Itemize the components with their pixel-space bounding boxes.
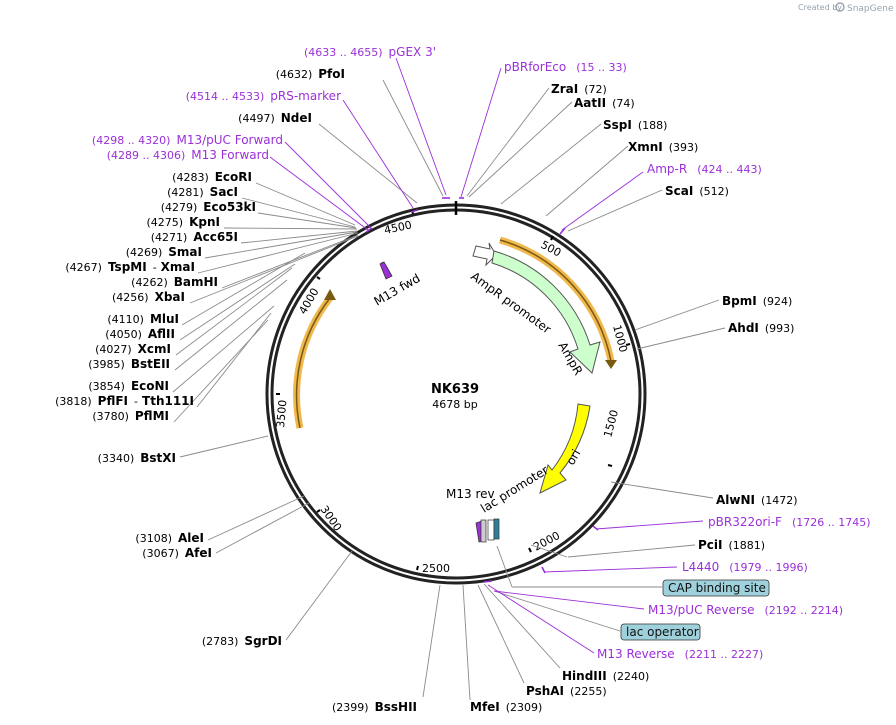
enzyme-label[interactable]: AhdI(993) — [728, 321, 794, 335]
primer-labels: (4633 .. 4655)pGEX 3' (4514 .. 4533)pRS-… — [92, 45, 871, 661]
ampr-arrow — [491, 250, 601, 374]
enzyme-label[interactable]: (4275)KpnI — [147, 215, 220, 229]
enzyme-label[interactable]: (4279)Eco53kI — [161, 200, 256, 214]
primer-label[interactable]: (4633 .. 4655)pGEX 3' — [304, 45, 436, 59]
enzyme-label[interactable]: (3818)PflFI-Tth111I — [55, 394, 194, 408]
enzyme-label[interactable]: (4283)EcoRI — [172, 170, 252, 184]
tick-label-4500: 4500 — [383, 218, 413, 237]
primer-label[interactable]: (4298 .. 4320)M13/pUC Forward — [92, 133, 283, 147]
watermark: Created by SnapGene — [798, 2, 894, 14]
enzyme-label[interactable]: (3780)PflMI — [92, 409, 169, 423]
enzyme-label[interactable]: ScaI(512) — [665, 184, 729, 198]
enzyme-label[interactable]: XmnI(393) — [628, 140, 698, 154]
enzyme-label[interactable]: AatII(74) — [574, 96, 635, 110]
enzyme-label[interactable]: MfeI(2309) — [470, 700, 542, 714]
enzyme-label[interactable]: (4281)SacI — [167, 185, 238, 199]
enzyme-labels-left: (4632)PfoI (4497)NdeI (4283)EcoRI (4281)… — [55, 67, 417, 714]
primer-leader-lines — [269, 57, 704, 654]
watermark-prefix: Created by — [798, 3, 842, 12]
plasmid-name: NK639 — [431, 382, 479, 397]
enzyme-label[interactable]: SspI(188) — [603, 118, 667, 132]
primer-label[interactable]: M13 Reverse(2211 .. 2227) — [597, 647, 763, 661]
cap-binding-site-box[interactable]: CAP binding site — [662, 579, 770, 597]
enzyme-label[interactable]: HindIII(2240) — [562, 669, 649, 683]
primer-label[interactable]: L4440(1979 .. 1996) — [682, 560, 808, 574]
enzyme-label[interactable]: (4271)Acc65I — [151, 230, 238, 244]
ori-arrow — [539, 403, 591, 494]
watermark-brand: SnapGene — [847, 4, 894, 14]
primer-label[interactable]: pBRforEco(15 .. 33) — [504, 60, 627, 74]
enzyme-label[interactable]: (3067)AfeI — [142, 546, 212, 560]
tick-1000 — [625, 343, 631, 346]
primer-site-marks — [365, 197, 599, 583]
orf-ampr-arrowhead — [605, 360, 617, 369]
tick-label-1500: 1500 — [601, 408, 621, 438]
lac-region — [475, 518, 500, 543]
tick-3000 — [316, 509, 321, 513]
plasmid-size: 4678 bp — [432, 398, 477, 411]
enzyme-leader-lines — [172, 79, 726, 701]
primer-label[interactable]: (4514 .. 4533)pRS-marker — [186, 89, 341, 103]
tick-4000 — [316, 276, 321, 280]
orf-arc-ampr-line — [499, 239, 612, 362]
enzyme-label[interactable]: (3340)BstXI — [98, 451, 176, 465]
enzyme-label[interactable]: (4497)NdeI — [238, 111, 312, 125]
tick-label-3500: 3500 — [274, 399, 289, 428]
enzyme-label[interactable]: (4027)XcmI — [95, 342, 171, 356]
primer-label[interactable]: Amp-R(424 .. 443) — [647, 162, 762, 176]
enzyme-label[interactable]: PciI(1881) — [698, 538, 765, 552]
m13-fwd-label: M13 fwd — [372, 271, 423, 309]
enzyme-label[interactable]: (4110)MluI — [107, 312, 179, 326]
orf-arc-left — [293, 295, 333, 429]
ampr-promoter-arrow — [472, 242, 497, 267]
enzyme-label[interactable]: (4632)PfoI — [276, 67, 345, 81]
enzyme-label[interactable]: (3985)BstEII — [88, 357, 170, 371]
cap-binding-site-label: CAP binding site — [668, 581, 766, 595]
primer-label[interactable]: M13/pUC Reverse(2192 .. 2214) — [648, 603, 843, 617]
enzyme-label[interactable]: BpmI(924) — [722, 294, 792, 308]
ori-label: ori — [563, 447, 583, 468]
snapgene-logo-icon — [835, 2, 845, 12]
orf-left-arrowhead — [324, 289, 336, 300]
m13-rev-label: M13 rev — [446, 487, 495, 501]
tick-2000 — [528, 547, 532, 553]
lac-operator-label: lac operator — [626, 625, 699, 639]
lac-operator-box[interactable]: lac operator — [620, 623, 701, 641]
enzyme-label[interactable]: (3108)AleI — [135, 531, 204, 545]
enzyme-label[interactable]: (4262)BamHI — [131, 275, 218, 289]
enzyme-label[interactable]: ZraI(72) — [551, 82, 607, 96]
primer-label[interactable]: (4289 .. 4306)M13 Forward — [107, 148, 269, 162]
tick-500 — [550, 235, 554, 241]
enzyme-label[interactable]: (4256)XbaI — [112, 290, 185, 304]
enzyme-label[interactable]: (2783)SgrDI — [202, 634, 282, 648]
primer-label[interactable]: pBR322ori-F(1726 .. 1745) — [708, 515, 871, 529]
enzyme-label[interactable]: (4267)TspMI-XmaI — [65, 260, 195, 274]
enzyme-label[interactable]: PshAI(2255) — [526, 684, 607, 698]
enzyme-labels-right: MfeI(2309) PshAI(2255) HindIII(2240) Pci… — [470, 82, 798, 714]
m13-fwd-primer — [379, 261, 393, 280]
enzyme-label[interactable]: AlwNI(1472) — [716, 493, 798, 507]
enzyme-label[interactable]: (3854)EcoNI — [88, 379, 169, 393]
enzyme-label[interactable]: (4050)AflII — [105, 327, 175, 341]
tick-2500 — [416, 565, 419, 571]
orf-arc-left-line — [295, 297, 331, 429]
tick-1500 — [607, 464, 613, 467]
enzyme-label[interactable]: (4269)SmaI — [126, 245, 202, 259]
enzyme-label[interactable]: (2399)BssHII — [332, 700, 417, 714]
tick-label-2500: 2500 — [422, 562, 450, 575]
